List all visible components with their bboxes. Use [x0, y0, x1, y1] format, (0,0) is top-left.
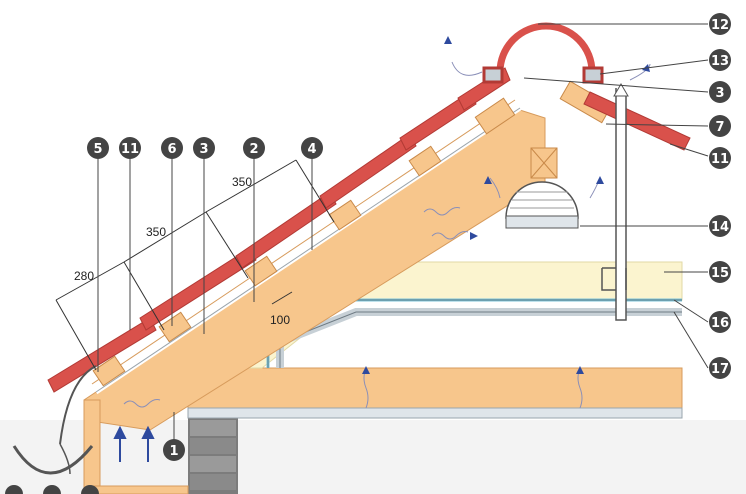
- svg-text:7: 7: [715, 120, 724, 135]
- svg-text:16: 16: [711, 316, 729, 331]
- callout-5: 5: [87, 137, 109, 159]
- ridge-cap: [496, 22, 596, 73]
- callout-13: 13: [709, 49, 731, 71]
- svg-text:6: 6: [167, 142, 176, 157]
- callout-1: 1: [163, 439, 185, 461]
- svg-text:5: 5: [93, 142, 102, 157]
- soffit: [91, 485, 189, 494]
- callout-11-right: 11: [709, 147, 731, 169]
- roof-tiles-right: [583, 91, 691, 151]
- svg-text:15: 15: [711, 266, 729, 281]
- brick-wall: [188, 418, 238, 494]
- svg-text:12: 12: [711, 18, 729, 33]
- airflow-arrows: [113, 425, 155, 462]
- vent-pipe: [615, 88, 627, 321]
- callouts: 5 11 6 3 2 4 1 12 13 3 7 11 14 15 16 17: [87, 13, 731, 461]
- ceiling-joist: [187, 367, 683, 409]
- wind-membrane-edge: [95, 107, 521, 393]
- partial-callouts-bottom: [5, 485, 99, 494]
- dimension-350-lower: 350: [146, 225, 166, 239]
- battens: [92, 97, 516, 387]
- svg-text:2: 2: [249, 142, 258, 157]
- callout-12: 12: [709, 13, 731, 35]
- callout-11-left: 11: [119, 137, 141, 159]
- callout-15: 15: [709, 261, 731, 283]
- svg-text:14: 14: [711, 220, 729, 235]
- callout-6: 6: [161, 137, 183, 159]
- dimension-100: 100: [270, 313, 290, 327]
- callout-2: 2: [243, 137, 265, 159]
- dimension-350-upper: 350: [232, 175, 252, 189]
- vent-pipe-arrow: [613, 83, 629, 97]
- svg-text:13: 13: [711, 54, 729, 69]
- interior-lining-edge: [279, 311, 682, 368]
- svg-text:11: 11: [711, 152, 729, 167]
- gutter: [12, 445, 94, 475]
- callout-16: 16: [709, 311, 731, 333]
- ceiling-board: [187, 407, 683, 419]
- ridge-seal-right: [582, 66, 604, 84]
- svg-text:3: 3: [199, 142, 208, 157]
- svg-text:17: 17: [711, 362, 729, 377]
- callout-leaders: [97, 23, 709, 440]
- svg-text:3: 3: [715, 86, 724, 101]
- ridge-seal-left: [482, 66, 504, 84]
- callout-17: 17: [709, 357, 731, 379]
- attic-vent: [505, 181, 579, 229]
- ground-shade: [0, 420, 746, 494]
- svg-text:11: 11: [121, 142, 139, 157]
- counter-batten-line: [91, 99, 516, 385]
- callout-3-left: 3: [193, 137, 215, 159]
- callout-7: 7: [709, 115, 731, 137]
- dimension-280: 280: [74, 269, 94, 283]
- callout-4: 4: [301, 137, 323, 159]
- svg-text:1: 1: [169, 444, 178, 459]
- airflow-wavy: [123, 61, 651, 409]
- callout-3-right: 3: [709, 81, 731, 103]
- drip-edge: [59, 365, 97, 445]
- dimension-lines: [55, 159, 335, 371]
- svg-text:4: 4: [307, 142, 316, 157]
- callout-14: 14: [709, 215, 731, 237]
